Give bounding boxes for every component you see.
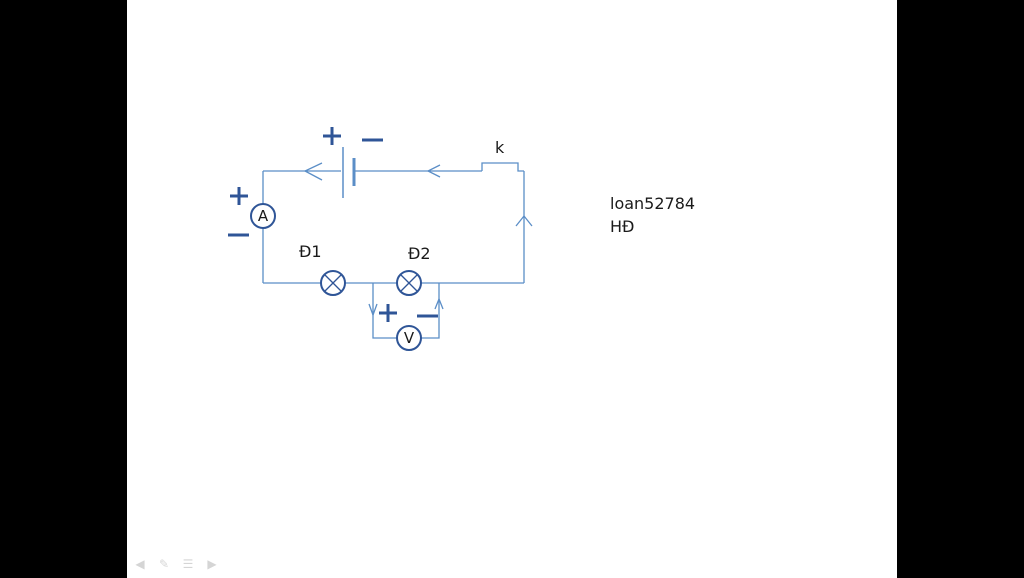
ammeter-plus-sign	[230, 187, 248, 205]
author-tag: HĐ	[610, 217, 635, 236]
switch-label: k	[495, 138, 505, 157]
lamp-d1-label: Đ1	[299, 242, 322, 261]
slideshow-controls: ◀ ✎ ☰ ▶	[132, 558, 220, 570]
switch-k	[481, 162, 524, 172]
wire-voltmeter-left	[372, 283, 397, 339]
pen-icon[interactable]: ✎	[158, 557, 170, 571]
lamp-d2-icon	[396, 270, 422, 296]
arrow-right-up-icon	[515, 214, 533, 227]
voltmeter-label: V	[404, 329, 415, 347]
lamp-d1-icon	[320, 270, 346, 296]
next-icon[interactable]: ▶	[207, 557, 217, 571]
voltmeter: V	[396, 325, 422, 351]
author-text: loan52784 HĐ	[610, 192, 695, 238]
voltmeter-plus-sign	[379, 304, 397, 322]
battery-icon	[342, 147, 356, 198]
wire-voltmeter-right	[421, 283, 440, 339]
arrow-voltmeter-up-icon	[434, 297, 444, 310]
previous-icon[interactable]: ◀	[135, 557, 145, 571]
slide: k A Đ1 Đ2 V	[127, 0, 897, 578]
menu-icon[interactable]: ☰	[182, 557, 194, 571]
ammeter: A	[250, 203, 276, 229]
ammeter-label: A	[258, 207, 269, 225]
arrow-top-right-icon	[426, 164, 441, 178]
battery-plus-sign	[323, 127, 341, 145]
arrow-voltmeter-down-icon	[368, 303, 378, 317]
lamp-d2-label: Đ2	[408, 244, 431, 263]
circuit-diagram: k A Đ1 Đ2 V	[228, 127, 533, 351]
current-arrows	[303, 162, 533, 317]
wires	[262, 162, 525, 339]
author-name: loan52784	[610, 194, 696, 213]
arrow-top-left-icon	[303, 162, 323, 181]
